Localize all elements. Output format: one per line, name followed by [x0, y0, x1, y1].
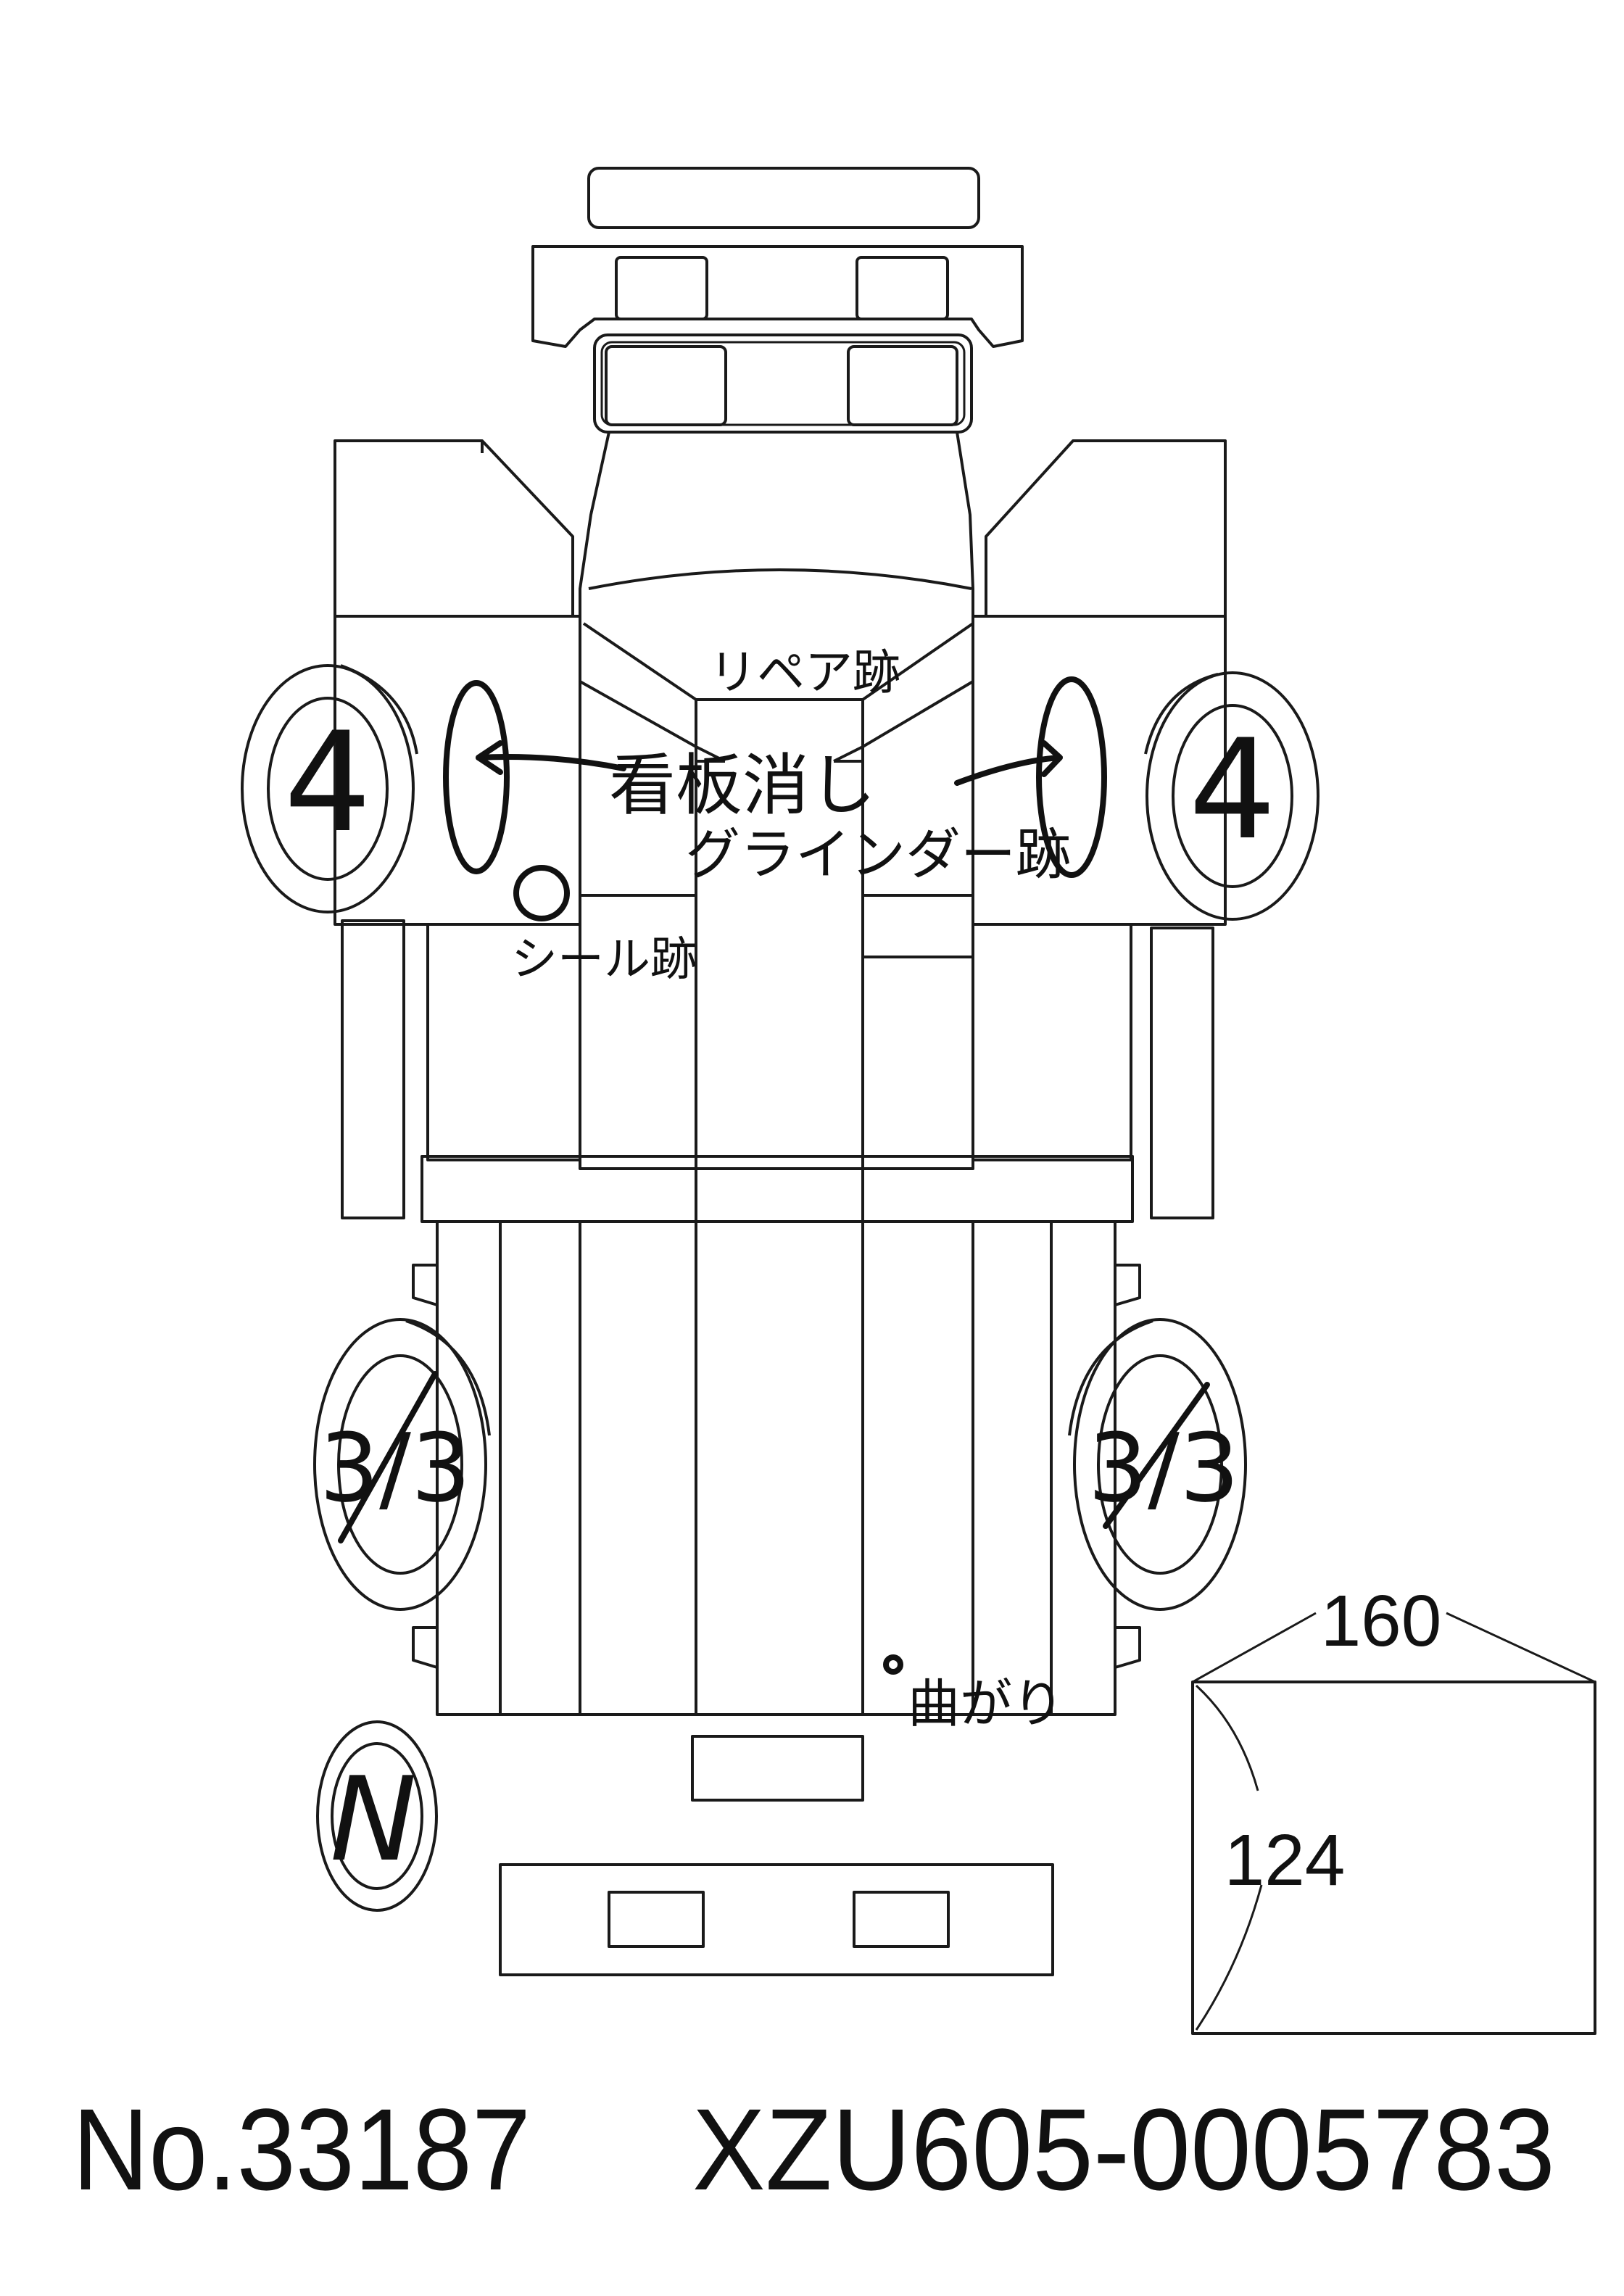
cargo-length-value: 124: [1225, 1820, 1346, 1901]
annotation-repair-mark: リペア跡: [709, 645, 900, 700]
cargo-width-value: 160: [1321, 1580, 1442, 1662]
annotation-seal-mark: シール跡: [511, 933, 697, 987]
cargo-dimension-diagram: 160 124: [1191, 1580, 1596, 2035]
tire-spare-value: N: [330, 1752, 417, 1887]
stock-number: No.33187: [72, 2084, 531, 2214]
tire-front-left: 4: [241, 664, 418, 913]
annotation-grinder-mark: グラインダー跡: [685, 822, 1071, 887]
chassis-number: XZU605-0005783: [692, 2084, 1555, 2214]
annotation-sign-removed: 看板消し: [609, 747, 876, 824]
tire-spare: N: [316, 1720, 438, 1912]
tire-rear-right-value: 3/3: [1088, 1413, 1239, 1523]
tire-front-right: 4: [1144, 671, 1320, 921]
tire-rear-left: 3/3: [313, 1318, 491, 1611]
damage-marks: [443, 676, 1107, 1675]
tire-rear-right: 3/3: [1068, 1318, 1247, 1611]
annotation-bent: 曲がり: [908, 1673, 1064, 1734]
truck-outline-drawing: [334, 167, 1227, 1976]
tire-front-right-value: 4: [1189, 710, 1277, 870]
tire-rear-left-value: 3/3: [319, 1413, 471, 1523]
tire-front-left-value: 4: [284, 703, 372, 863]
